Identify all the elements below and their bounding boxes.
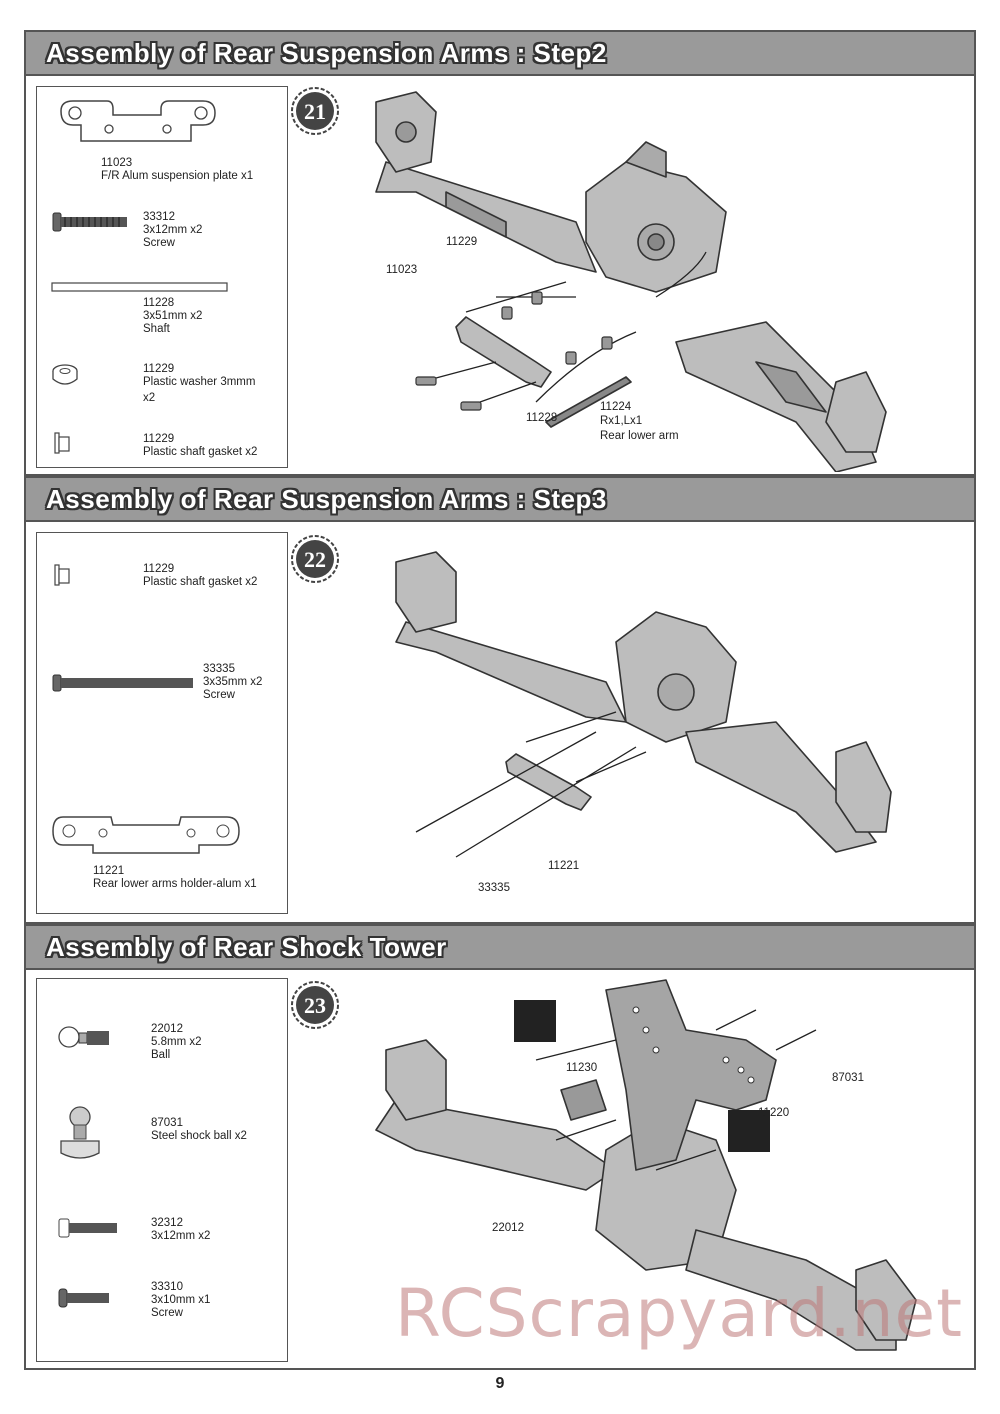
part-code: 87031 <box>151 1117 183 1129</box>
part-code: 32312 <box>151 1217 183 1229</box>
part-desc-2: Screw <box>143 237 175 249</box>
section-shock-tower: Assembly of Rear Shock Tower 22012 5.8mm… <box>24 924 976 1370</box>
step-badge: 21 <box>291 87 339 135</box>
part-desc: 3x51mm x2 <box>143 310 203 322</box>
callout-11230: 11230 <box>566 1062 598 1074</box>
shaft-gasket-icon <box>54 432 70 454</box>
part-code: 11229 <box>143 563 175 575</box>
part-code: 11023 <box>101 157 133 169</box>
section-header: Assembly of Rear Suspension Arms : Step2 <box>26 32 974 76</box>
section-header: Assembly of Rear Suspension Arms : Step3 <box>26 478 974 522</box>
part-code: 11228 <box>143 297 175 309</box>
part-desc-2: Screw <box>151 1307 183 1319</box>
part-desc: F/R Alum suspension plate x1 <box>101 170 254 182</box>
part-desc: 3x12mm x2 <box>151 1230 211 1242</box>
screw-icon <box>58 1288 109 1308</box>
section-header: Assembly of Rear Shock Tower <box>26 926 974 970</box>
part-code: 33310 <box>151 1281 183 1293</box>
suspension-plate-icon <box>60 100 216 142</box>
section-title: Assembly of Rear Suspension Arms : Step2 <box>46 38 607 68</box>
assembly-diagram <box>375 91 887 472</box>
parts-list: 11023 F/R Alum suspension plate x1 33312… <box>36 86 288 468</box>
parts-list: 11229 Plastic shaft gasket x2 33335 3x35… <box>36 532 288 914</box>
section-title: Assembly of Rear Suspension Arms : Step3 <box>46 484 607 514</box>
callout-11023: 11023 <box>386 264 418 276</box>
callout-22012: 22012 <box>492 1222 524 1234</box>
step-badge: 23 <box>291 981 339 1029</box>
callout-11229: 11229 <box>446 236 478 248</box>
shaft-icon <box>51 282 228 292</box>
part-code: 11229 <box>143 363 175 375</box>
step-number: 23 <box>304 993 326 1018</box>
part-desc: Steel shock ball x2 <box>151 1130 247 1142</box>
assembly-diagram <box>375 979 917 1351</box>
part-desc-2: Ball <box>151 1049 171 1061</box>
part-code: 22012 <box>151 1023 183 1035</box>
part-desc: Plastic washer 3mmm <box>143 376 256 388</box>
page-number: 9 <box>495 1375 505 1392</box>
part-desc: Rear lower arms holder-alum x1 <box>93 878 257 890</box>
callout-11224-desc: Rear lower arm <box>600 430 679 442</box>
washer-icon <box>52 364 78 385</box>
callout-87031: 87031 <box>832 1072 864 1084</box>
section-title: Assembly of Rear Shock Tower <box>46 932 447 962</box>
part-desc: 3x35mm x2 <box>203 676 263 688</box>
steel-shock-ball-icon <box>60 1106 100 1159</box>
part-code: 33335 <box>203 663 235 675</box>
callout-11221: 11221 <box>548 860 580 872</box>
callout-33335: 33335 <box>478 882 510 894</box>
part-desc: Plastic shaft gasket x2 <box>143 576 258 588</box>
part-desc-2: Shaft <box>143 323 170 335</box>
arm-holder-icon <box>52 816 240 854</box>
parts-list: 22012 5.8mm x2 Ball 87031 Steel shock ba… <box>36 978 288 1362</box>
part-desc-2: Screw <box>203 689 235 701</box>
callout-11228: 11228 <box>526 412 558 424</box>
section-step2: Assembly of Rear Suspension Arms : Step2… <box>24 30 976 476</box>
callout-11220: 11220 <box>758 1107 790 1119</box>
part-desc: 3x10mm x1 <box>151 1294 211 1306</box>
screw-icon <box>58 1218 117 1238</box>
callout-11224: 11224 <box>600 401 632 413</box>
step-number: 22 <box>304 547 326 572</box>
step-number: 21 <box>304 99 326 124</box>
part-desc: 3x12mm x2 <box>143 224 203 236</box>
step-badge: 22 <box>291 535 339 583</box>
part-code: 11221 <box>93 865 125 877</box>
watermark: RCScrapyard.net <box>395 1275 963 1352</box>
screw-icon <box>52 212 127 232</box>
part-code: 11229 <box>143 433 175 445</box>
assembly-diagram <box>395 551 892 858</box>
part-desc: Plastic shaft gasket x2 <box>143 446 258 458</box>
part-desc-2: x2 <box>143 392 156 404</box>
part-code: 33312 <box>143 211 175 223</box>
ball-icon <box>58 1026 109 1048</box>
shaft-gasket-icon <box>54 564 70 586</box>
part-desc: 5.8mm x2 <box>151 1036 202 1048</box>
section-step3: Assembly of Rear Suspension Arms : Step3… <box>24 476 976 924</box>
callout-11224-qty: Rx1,Lx1 <box>600 415 643 427</box>
screw-icon <box>52 674 193 692</box>
